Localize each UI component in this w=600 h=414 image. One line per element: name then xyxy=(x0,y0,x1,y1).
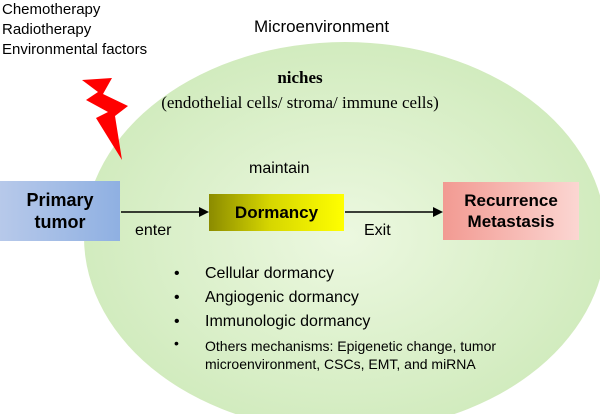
dormancy-box: Dormancy xyxy=(209,194,344,231)
lightning-bolt-icon xyxy=(82,78,128,160)
dormancy-label: Dormancy xyxy=(234,202,319,222)
maintain-label: maintain xyxy=(249,160,310,177)
mechanism-angiogenic: Angiogenic dormancy xyxy=(172,286,585,310)
niches-title: niches xyxy=(277,68,323,87)
mechanism-cellular: Cellular dormancy xyxy=(172,262,585,286)
arrow-exit-head xyxy=(433,207,443,217)
primary-tumor-box: Primary tumor xyxy=(0,181,120,241)
primary-tumor-line2: tumor xyxy=(34,212,86,232)
factor-chemotherapy: Chemotherapy xyxy=(2,1,101,18)
mechanism-immunologic: Immunologic dormancy xyxy=(172,310,585,334)
microenvironment-label: Microenvironment xyxy=(254,17,390,36)
dormancy-mechanisms-list: Cellular dormancy Angiogenic dormancy Im… xyxy=(172,262,585,373)
exit-label: Exit xyxy=(364,222,391,239)
recurrence-line2: Metastasis xyxy=(467,212,555,231)
primary-tumor-line1: Primary xyxy=(26,190,94,210)
mechanism-others: Others mechanisms: Epigenetic change, tu… xyxy=(172,334,585,373)
niches-subtitle: (endothelial cells/ stroma/ immune cells… xyxy=(161,93,439,112)
arrow-enter-head xyxy=(199,207,209,217)
recurrence-line1: Recurrence xyxy=(464,191,558,210)
recurrence-metastasis-box: Recurrence Metastasis xyxy=(443,182,579,240)
factor-environmental: Environmental factors xyxy=(2,41,148,58)
enter-label: enter xyxy=(135,222,172,239)
factor-radiotherapy: Radiotherapy xyxy=(2,21,92,38)
external-factors-list: Chemotherapy Radiotherapy Environmental … xyxy=(2,0,147,60)
